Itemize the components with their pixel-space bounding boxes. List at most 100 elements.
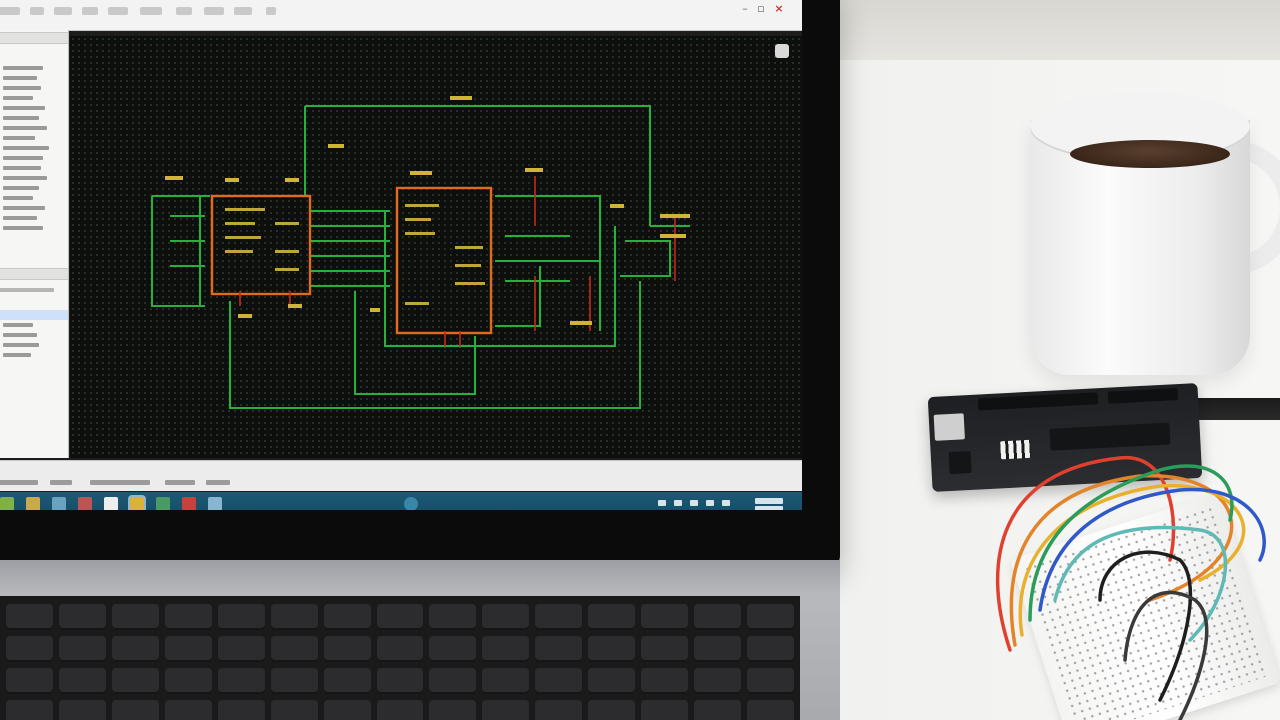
tree-item[interactable] xyxy=(0,184,39,192)
keyboard-key xyxy=(111,604,159,630)
menu-item[interactable] xyxy=(30,7,44,15)
app-icon[interactable] xyxy=(78,497,92,510)
tree-item[interactable] xyxy=(0,224,43,232)
panel-header xyxy=(0,32,68,44)
network-icon[interactable] xyxy=(658,500,666,506)
net-label xyxy=(285,178,299,182)
component-text-line xyxy=(225,236,261,239)
components xyxy=(210,186,493,335)
component-text-line xyxy=(455,282,485,285)
keyboard-key xyxy=(747,700,794,720)
menu-item[interactable] xyxy=(234,7,252,15)
schematic-app-icon[interactable] xyxy=(130,497,144,510)
schematic-drawing xyxy=(151,96,690,409)
keyboard-key xyxy=(482,668,530,694)
component-text xyxy=(225,204,485,305)
tray-icon[interactable] xyxy=(722,500,730,506)
tree-item[interactable] xyxy=(0,114,39,122)
tree-item[interactable] xyxy=(0,204,45,212)
app-icon[interactable] xyxy=(52,497,66,510)
canvas-corner-button[interactable] xyxy=(775,44,789,58)
tree-item[interactable] xyxy=(0,124,47,132)
usb-cable xyxy=(1178,398,1280,420)
menu-item[interactable] xyxy=(140,7,162,15)
keyboard-key xyxy=(747,604,794,630)
menu-item[interactable] xyxy=(176,7,192,15)
menu-item[interactable] xyxy=(266,7,276,15)
tree-item[interactable] xyxy=(0,74,37,82)
net-label xyxy=(225,178,239,182)
menu-item[interactable] xyxy=(204,7,224,15)
status-field xyxy=(50,480,72,485)
tray-icon[interactable] xyxy=(706,500,714,506)
net-label xyxy=(525,168,543,172)
component-text-line xyxy=(405,302,429,305)
keyboard-key xyxy=(588,668,636,694)
tree-item[interactable] xyxy=(0,84,41,92)
keyboard-key xyxy=(217,604,265,630)
tree-item[interactable] xyxy=(0,286,54,294)
tree-item[interactable] xyxy=(0,164,41,172)
menu-item[interactable] xyxy=(0,7,20,15)
keyboard-key xyxy=(164,700,212,720)
keyboard-key xyxy=(323,604,371,630)
keyboard-key xyxy=(588,636,636,662)
selected-tree-item[interactable] xyxy=(0,310,68,320)
folder-icon[interactable] xyxy=(26,497,40,510)
keyboard-key xyxy=(641,668,689,694)
keyboard-key xyxy=(323,668,371,694)
keyboard-key xyxy=(376,668,424,694)
keyboard-key xyxy=(535,668,583,694)
tree-item[interactable] xyxy=(0,134,35,142)
net-label xyxy=(570,321,592,325)
tree-item[interactable] xyxy=(0,174,47,182)
tree-item[interactable] xyxy=(0,64,43,72)
wire-bundle xyxy=(995,456,1266,720)
wire xyxy=(495,266,541,327)
tree-item[interactable] xyxy=(0,351,31,359)
clock-icon[interactable] xyxy=(755,506,783,510)
menu-item[interactable] xyxy=(108,7,128,15)
tree-item[interactable] xyxy=(0,194,33,202)
ic-component xyxy=(210,194,312,296)
jumper-wire-blue xyxy=(1038,487,1266,612)
keyboard-key xyxy=(429,668,477,694)
os-taskbar xyxy=(0,492,802,510)
minimize-icon[interactable]: – xyxy=(742,2,748,15)
tree-item[interactable] xyxy=(0,321,33,329)
tree-item[interactable] xyxy=(0,104,45,112)
tree-item[interactable] xyxy=(0,341,39,349)
keyboard-key xyxy=(270,636,318,662)
tree-item[interactable] xyxy=(0,94,33,102)
tree-item[interactable] xyxy=(0,154,43,162)
document-icon[interactable] xyxy=(104,497,118,510)
wire xyxy=(305,105,651,226)
volume-icon[interactable] xyxy=(674,500,682,506)
maximize-icon[interactable]: ▫ xyxy=(757,2,765,15)
status-field xyxy=(0,480,38,485)
net-label xyxy=(660,214,690,218)
keyboard-key xyxy=(6,700,53,720)
search-icon[interactable] xyxy=(404,497,418,510)
start-icon[interactable] xyxy=(0,497,14,510)
clock-icon[interactable] xyxy=(755,498,783,504)
battery-icon[interactable] xyxy=(690,500,698,506)
app-icon[interactable] xyxy=(182,497,196,510)
tree-item[interactable] xyxy=(0,331,37,339)
keyboard-key xyxy=(6,604,53,630)
keyboard-key xyxy=(694,668,742,694)
app-icon[interactable] xyxy=(208,497,222,510)
tree-item[interactable] xyxy=(0,144,49,152)
close-icon[interactable]: × xyxy=(774,2,784,15)
laptop-keyboard xyxy=(0,596,800,720)
menu-item[interactable] xyxy=(82,7,98,15)
menu-item[interactable] xyxy=(54,7,72,15)
keyboard-key xyxy=(217,636,265,662)
schematic-canvas[interactable] xyxy=(70,36,802,458)
component-text-line xyxy=(275,222,299,225)
tree-item[interactable] xyxy=(0,214,37,222)
keyboard-key xyxy=(641,700,689,720)
browser-icon[interactable] xyxy=(156,497,170,510)
keyboard-key xyxy=(641,636,689,662)
